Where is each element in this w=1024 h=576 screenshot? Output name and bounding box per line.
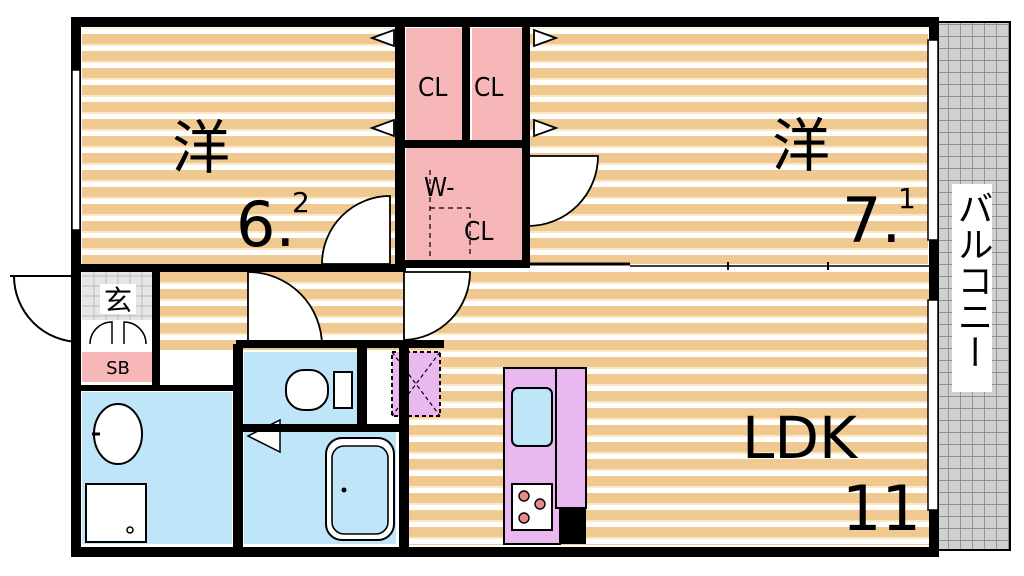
closet-left-label: CL [418,73,447,103]
shoe-box-label: SB [106,358,130,379]
balcony: バルコニー [933,21,1011,551]
wet-areas [82,352,396,544]
ldk-name: LDK [742,404,859,472]
door-swings [247,28,599,347]
kitchen-counter [391,351,587,545]
closets [406,28,522,260]
walk-in-closet-label-line1: W- [424,173,455,203]
walls [71,17,939,557]
western-room-right-name: 洋 [772,112,830,180]
walk-in-closet-label-line2: CL [464,217,493,247]
entrance-area: 玄 SB [10,272,154,382]
western-room-right-size: 7. [842,184,901,257]
western-room-left-size: 6. [236,188,295,261]
western-room-left-name: 洋 [172,114,230,182]
entrance-label: 玄 [104,284,132,317]
windows [71,39,939,511]
ldk-size: 11 [842,472,921,545]
room-labels: 洋 6. 2 洋 7. 1 CL CL W- CL LDK 11 [172,73,921,545]
western-room-right-size-decimal: 1 [898,182,916,215]
balcony-label: バルコニー [952,190,993,370]
western-room-left-size-decimal: 2 [292,186,310,219]
closet-right-label: CL [474,73,503,103]
